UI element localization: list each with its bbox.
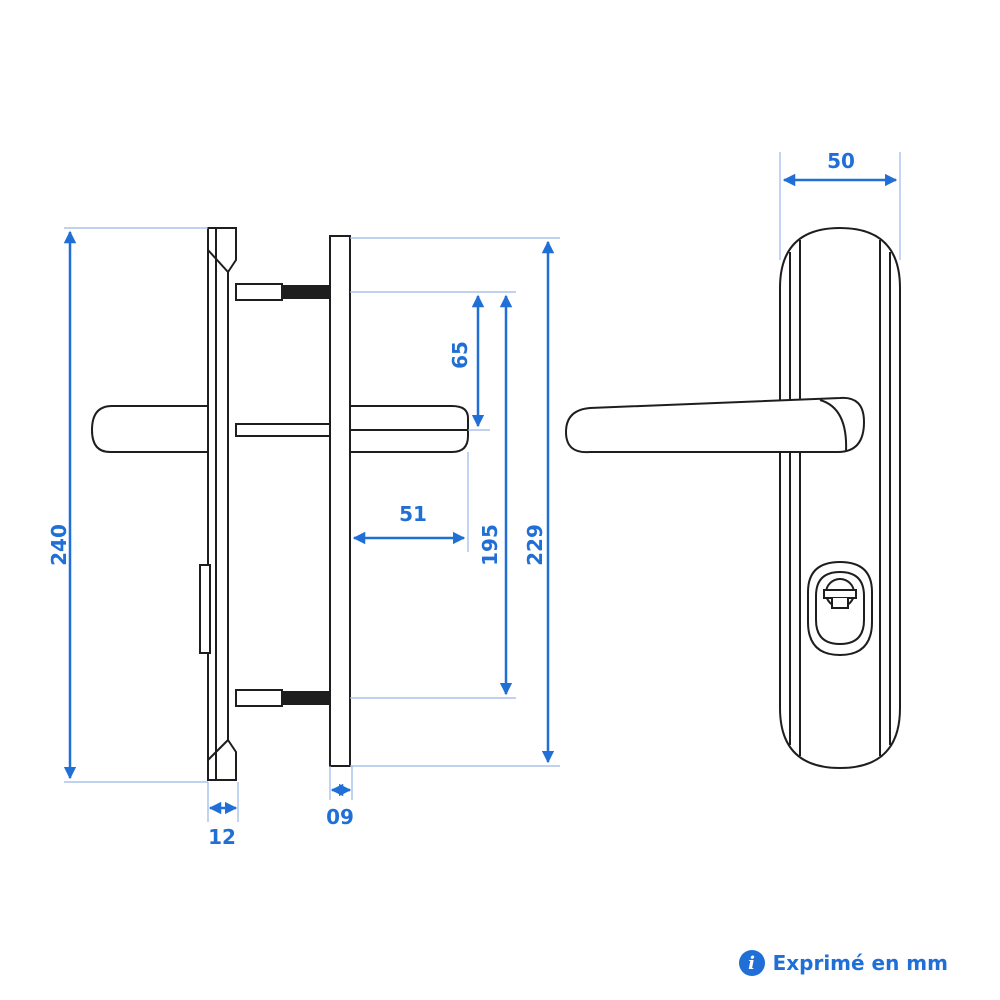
inner-plate	[329, 235, 351, 767]
outer-plate	[199, 227, 237, 781]
dim-label-51: 51	[399, 502, 427, 526]
dim-label-65: 65	[448, 341, 472, 369]
dim-label-50: 50	[827, 149, 855, 173]
key-cylinder	[807, 560, 873, 657]
dimension-lines	[64, 152, 901, 822]
front-view	[564, 226, 901, 770]
dimension-arrows	[63, 173, 898, 815]
outer-handle	[90, 405, 209, 453]
dim-label-195: 195	[478, 524, 502, 566]
dim-label-240: 240	[47, 524, 71, 566]
dim-label-229: 229	[523, 524, 547, 566]
info-icon: i	[738, 950, 765, 976]
units-note-text: Exprimé en mm	[772, 951, 948, 975]
front-plate	[779, 226, 901, 770]
dim-label-09: 09	[326, 805, 354, 829]
front-handle	[564, 396, 866, 454]
screw-rods	[235, 283, 331, 707]
side-view	[90, 227, 469, 781]
dim-label-12: 12	[208, 825, 236, 849]
dimension-labels: 240 12 09 229 195 65 51 50	[47, 149, 855, 849]
spindle	[235, 423, 331, 437]
units-note: i Exprimé en mm	[738, 950, 948, 976]
